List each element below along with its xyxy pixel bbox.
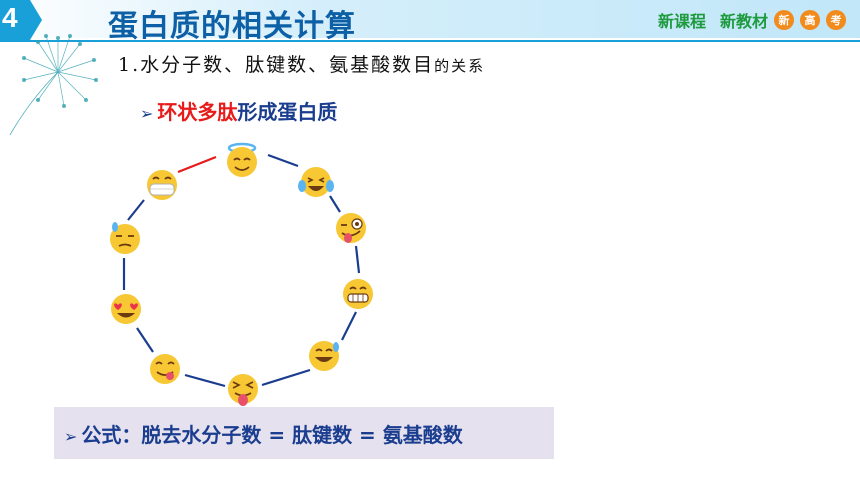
peptide-bond (136, 327, 154, 353)
peptide-bond (354, 245, 361, 274)
brand-badge-exam: 考 (826, 10, 846, 30)
peptide-bond (329, 195, 341, 213)
section-heading-main: 1.水分子数、肽键数、氨基酸数目 (118, 54, 435, 76)
header-bar (0, 0, 860, 42)
squinting-tongue-face-icon (228, 374, 258, 406)
section-heading-suffix: 的关系 (434, 57, 486, 75)
section-heading: 1.水分子数、肽键数、氨基酸数目的关系 (118, 50, 485, 77)
brand-logo: 新课程 新教材 新 高 考 (658, 8, 846, 32)
brand-text-new-textbook: 新教材 (719, 12, 768, 31)
subheading: ➢环状多肽形成蛋白质 (140, 96, 337, 125)
sweat-smile-face-icon (309, 341, 339, 371)
peptide-bond-highlight (177, 155, 217, 174)
peptide-bond (341, 311, 357, 341)
section-number-badge (0, 0, 42, 40)
formula-text: 公式：脱去水分子数 = 肽键数 = 氨基酸数 (81, 423, 463, 447)
subheading-rest: 形成蛋白质 (237, 100, 338, 124)
tears-of-joy-face-icon (298, 167, 334, 197)
formula: ➢公式：脱去水分子数 = 肽键数 = 氨基酸数 (64, 419, 463, 448)
bullet-arrow-icon: ➢ (64, 427, 78, 446)
winking-tongue-face-icon (336, 213, 366, 243)
heart-eyes-face-icon (111, 294, 141, 324)
peptide-bond (267, 153, 299, 168)
mask-face-icon (147, 170, 177, 200)
grinning-teeth-face-icon (343, 279, 373, 309)
halo-face-icon (227, 142, 257, 177)
brand-badge-high: 高 (800, 10, 820, 30)
brand-badge-new: 新 (774, 10, 794, 30)
yum-face-icon (150, 354, 180, 384)
formula-box: ➢公式：脱去水分子数 = 肽键数 = 氨基酸数 (54, 407, 554, 459)
section-number: 4 (2, 2, 18, 33)
page-title: 蛋白质的相关计算 (108, 9, 356, 44)
downcast-sweat-face-icon (110, 222, 140, 254)
header-stripe (0, 0, 860, 38)
dandelion-decoration-icon (9, 34, 98, 136)
subheading-highlight: 环状多肽 (157, 100, 238, 124)
brand-text-new-course: 新课程 (657, 12, 706, 31)
peptide-bond (184, 373, 226, 388)
bullet-arrow-icon: ➢ (140, 104, 154, 123)
peptide-bond (127, 199, 145, 221)
peptide-bond (261, 368, 311, 387)
